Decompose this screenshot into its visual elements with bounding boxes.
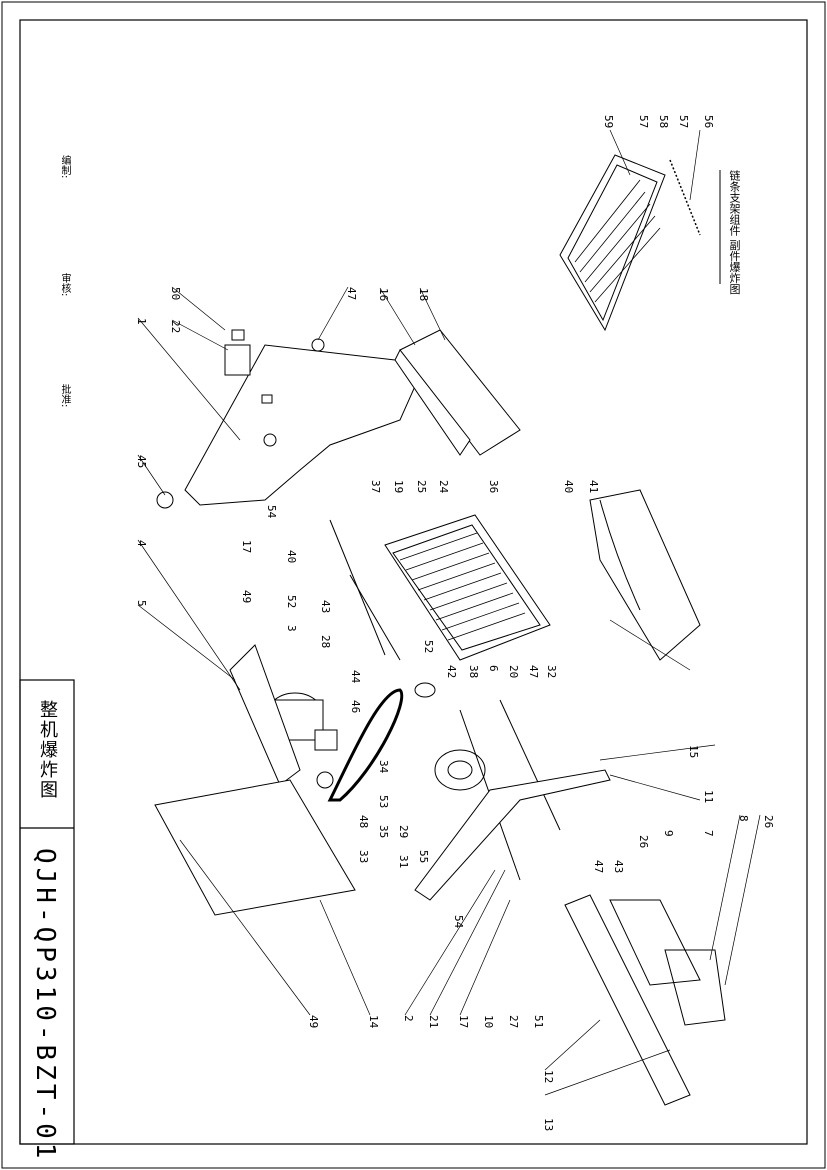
callout-17a: 17: [240, 540, 253, 553]
callout-26: 27: [507, 1015, 520, 1028]
callout-37: 38: [467, 665, 480, 678]
leader-lines: [137, 129, 761, 1096]
callout-14: 14: [367, 1015, 380, 1029]
callout-33: 34: [377, 760, 390, 774]
signature-label-prepared: 编制:: [59, 155, 70, 179]
callout-19: 19: [392, 480, 405, 493]
callout-25: 26: [637, 835, 650, 848]
callout-32: 33: [357, 850, 370, 863]
callout-12: 12: [542, 1070, 555, 1083]
callout-6: 6: [487, 665, 500, 672]
callout-56: 56: [702, 115, 715, 128]
callout-17b: 17: [457, 1015, 470, 1028]
callout-18: 18: [417, 288, 430, 301]
pulleys: [316, 682, 486, 791]
callout-10: 10: [482, 1015, 495, 1028]
callout-43a: 43: [319, 600, 332, 613]
callout-34: 35: [377, 825, 390, 838]
callout-30: 31: [397, 855, 410, 868]
callout-22: 22: [169, 320, 182, 333]
callout-21: 21: [427, 1015, 440, 1028]
panel-22: [224, 344, 251, 376]
callout-labels: 1 45 4 5 50 22 47 16 18 17 54 40 52 3 49…: [135, 115, 775, 1131]
callout-54b: 54: [452, 915, 465, 929]
callout-52a: 52: [285, 595, 298, 608]
rail-4-5: [229, 644, 301, 786]
callout-41: 42: [445, 665, 458, 678]
inner-border: [19, 19, 808, 1145]
callout-57b: 57: [677, 115, 690, 128]
callout-35: 36: [487, 480, 500, 493]
panel-14: [154, 779, 356, 916]
callout-5: 5: [135, 600, 148, 607]
callout-48: 49: [307, 1015, 320, 1028]
drawing-title: 整机爆炸图: [37, 700, 58, 800]
callout-36: 37: [369, 480, 382, 493]
callout-20: 20: [507, 665, 520, 678]
callout-31: 32: [545, 665, 558, 678]
callout-38: 40: [562, 480, 575, 493]
callout-29: 28: [319, 635, 332, 648]
callout-57a: 57: [637, 115, 650, 128]
callout-15: 15: [687, 745, 700, 758]
callout-43b: 44: [349, 670, 362, 684]
callout-3: 3: [285, 625, 298, 632]
callout-8: 8: [737, 815, 750, 822]
bottom-rails: [564, 894, 726, 1106]
callout-1: 1: [135, 318, 148, 325]
callout-49: 49: [240, 590, 253, 603]
plate-18: [394, 329, 521, 456]
callout-24: 25: [415, 480, 428, 493]
callout-59: 59: [602, 115, 615, 128]
belt-46: [327, 688, 404, 802]
title-block: [19, 679, 75, 1145]
callout-47a: 47: [345, 287, 358, 300]
callout-51: 51: [532, 1015, 545, 1028]
chain-frame-assembly: [384, 514, 551, 661]
callout-53: 53: [377, 795, 390, 808]
callout-54a: 54: [265, 505, 278, 519]
callout-50: 50: [169, 287, 182, 300]
knob-45: [156, 491, 174, 509]
callout-40: 40: [285, 550, 298, 563]
callout-16: 16: [377, 288, 390, 301]
callout-47b: 47: [527, 665, 540, 678]
callout-52b: 52: [422, 640, 435, 653]
callout-9: 9: [662, 830, 675, 837]
callout-58: 58: [657, 115, 670, 128]
sub-assembly-title: 链条支架组件 副件爆炸图: [728, 170, 741, 295]
callout-39: 41: [587, 480, 600, 493]
callout-46: 48: [357, 815, 370, 828]
callout-23: 24: [437, 480, 450, 494]
cover-15: [589, 489, 701, 661]
chain-bracket-subassembly: [559, 154, 701, 332]
callout-55: 55: [417, 850, 430, 863]
callout-47c: 47: [592, 860, 605, 873]
connector-47: [311, 338, 325, 352]
drawing-number: QJH-QP310-BZT-01: [30, 848, 60, 1163]
side-plate-1: [184, 344, 421, 506]
callout-11: 11: [702, 790, 715, 803]
signature-label-approved: 批准:: [59, 384, 70, 408]
callout-28: 29: [397, 825, 410, 838]
callout-2: 2: [402, 1015, 415, 1022]
callout-44: 46: [349, 700, 362, 713]
callout-42: 43: [612, 860, 625, 873]
callout-4: 4: [135, 540, 148, 547]
signature-label-reviewed: 审核:: [59, 273, 70, 297]
callout-27: 26: [762, 815, 775, 828]
callout-7: 7: [702, 830, 715, 837]
callout-45: 45: [135, 455, 148, 468]
switch-50: [231, 329, 245, 341]
callout-13: 13: [542, 1118, 555, 1131]
side-plate-17: [414, 769, 611, 901]
